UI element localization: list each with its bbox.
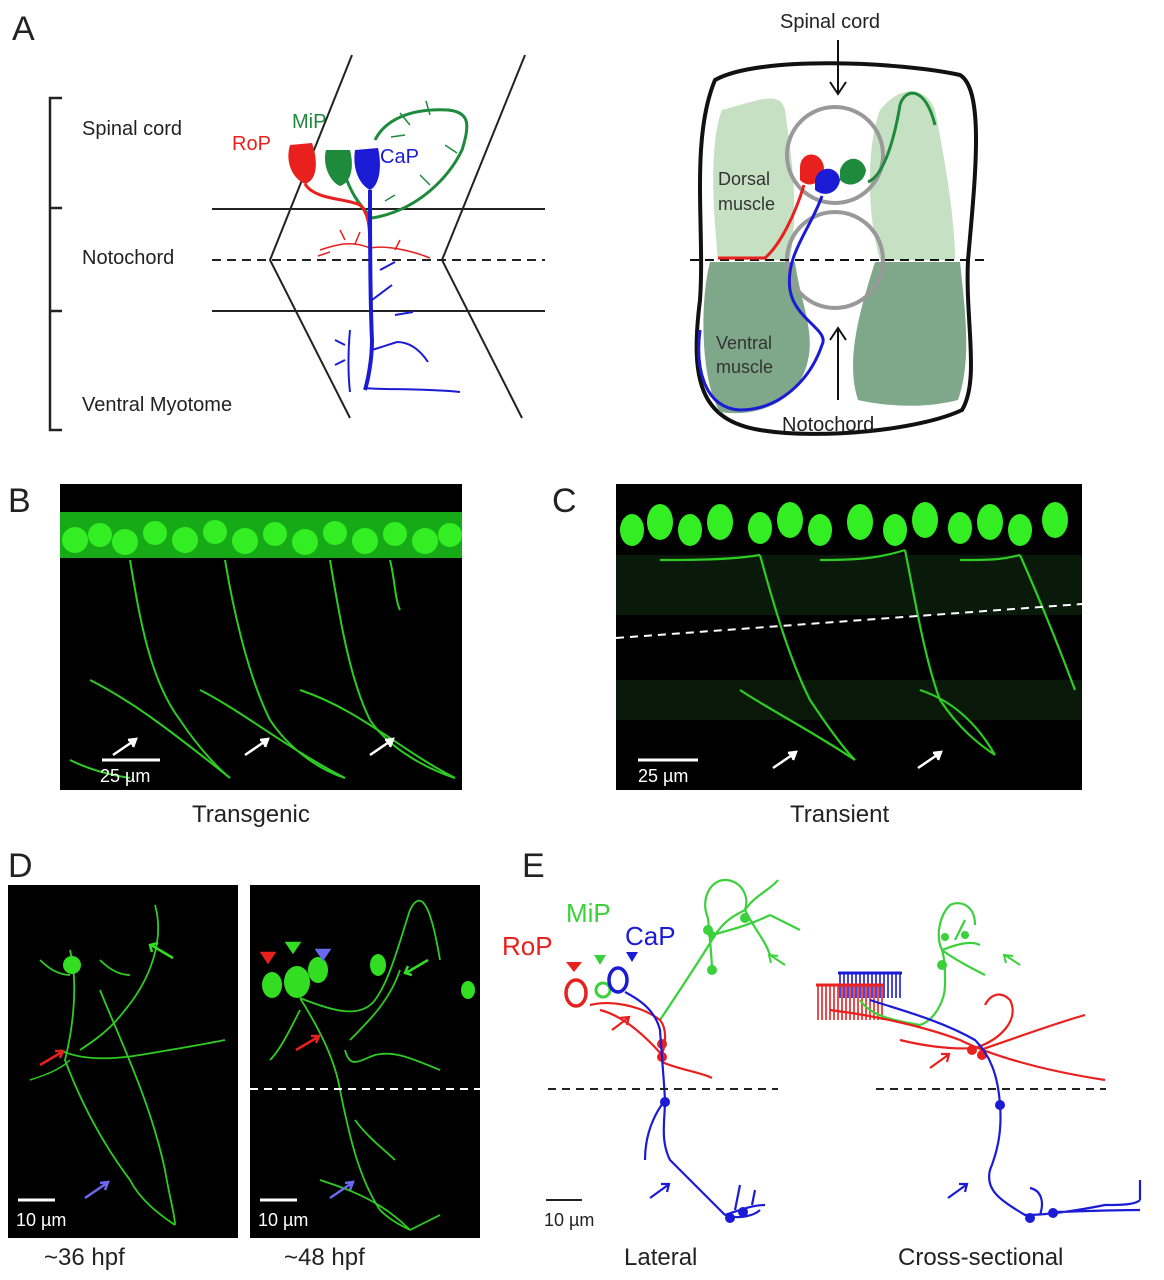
panel-c-scale-bar-label: 25 µm [638,766,688,786]
ventral-muscle-label-2: muscle [716,357,773,377]
panel-d-right-caption: ~48 hpf [284,1244,365,1271]
panel-d-left-micrograph [8,885,238,1238]
cap-neuron-schematic [334,148,461,393]
panel-d-letter: D [8,847,33,885]
panel-e-caption-cross-sectional: Cross-sectional [898,1244,1063,1271]
panel-b-scale-bar-label: 25 µm [100,766,150,786]
panel-e-label-rop: RoP [502,931,553,961]
region-label-notochord: Notochord [82,247,174,269]
label-cap: CaP [380,146,419,168]
panel-d-left-scale-bar-label: 10 µm [16,1210,66,1230]
panel-d-left-caption: ~36 hpf [44,1244,125,1271]
dorsal-muscle-label-2: muscle [718,194,775,214]
panel-e-caption-lateral: Lateral [624,1244,697,1271]
region-label-ventral-myotome: Ventral Myotome [82,394,232,416]
panel-c-caption: Transient [790,801,889,828]
cross-section-schematic [690,40,985,436]
cross-section-notochord-label: Notochord [782,414,874,436]
panel-e-label-mip: MiP [566,898,611,928]
label-rop: RoP [232,133,271,155]
panel-c-micrograph [615,484,1083,790]
cross-sectional-trace [816,902,1142,1223]
panel-b-letter: B [8,482,31,520]
label-mip: MiP [292,111,326,133]
dorsal-muscle-label-1: Dorsal [718,169,770,189]
cross-section-spinal-cord-label: Spinal cord [780,11,880,33]
lateral-trace [546,878,801,1223]
panel-e-letter: E [522,847,545,885]
panel-c-letter: C [552,482,577,520]
ventral-muscle-label-1: Ventral [716,333,772,353]
panel-d-right-scale-bar-label: 10 µm [258,1210,308,1230]
region-bracket [48,96,62,432]
panel-d-right-micrograph [250,885,480,1238]
panel-e-label-cap: CaP [625,921,676,951]
somite-boundaries [212,54,545,419]
panel-b-caption: Transgenic [192,801,310,828]
panel-a-letter: A [12,10,35,48]
panel-b-micrograph [60,484,462,790]
region-label-spinal-cord: Spinal cord [82,118,182,140]
panel-e-scale-bar-label: 10 µm [544,1210,594,1230]
